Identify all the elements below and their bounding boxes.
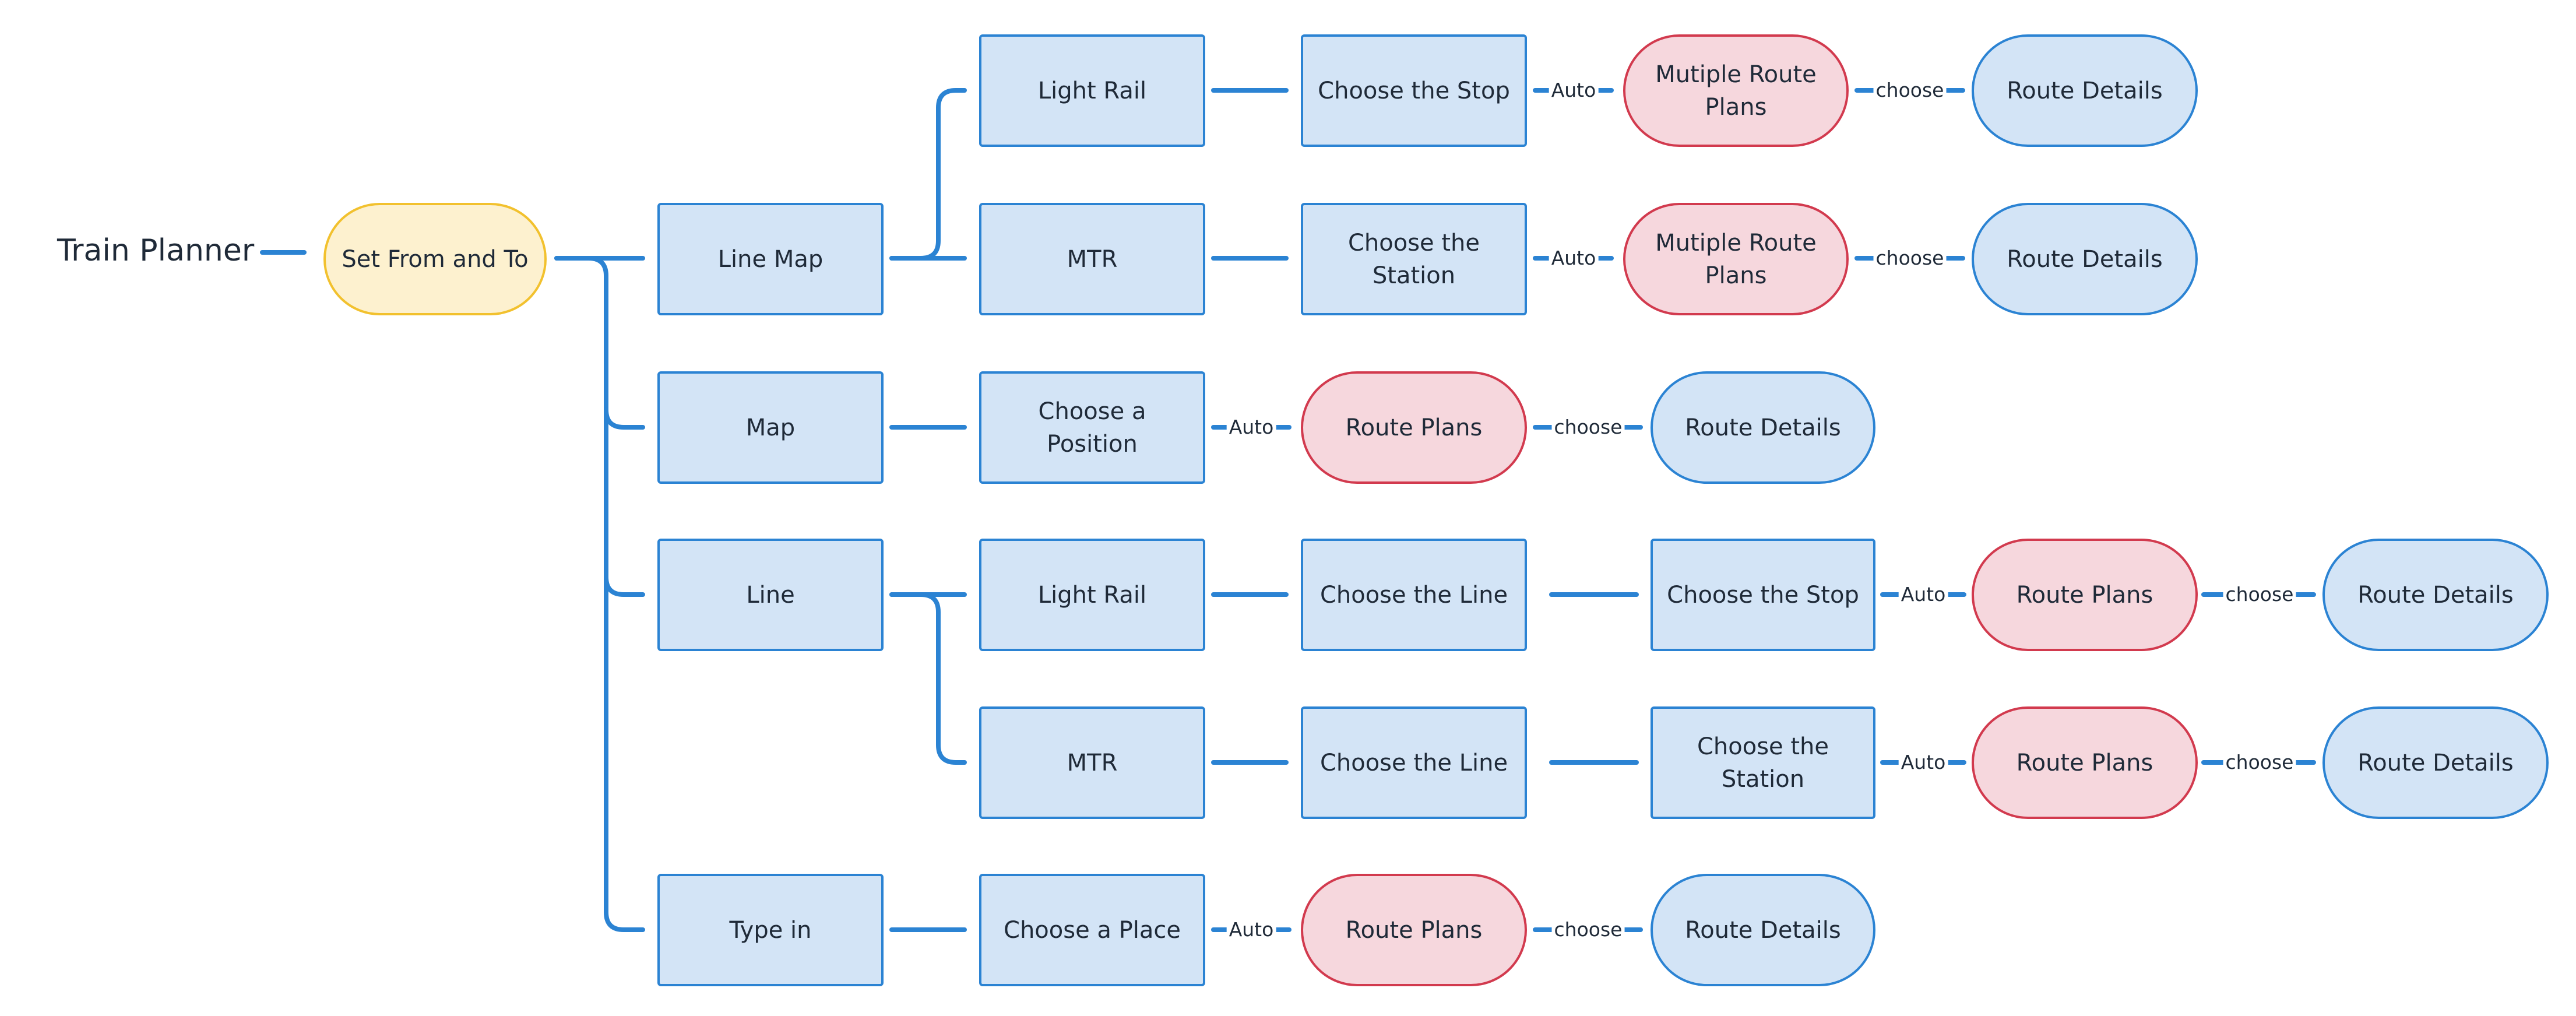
edge-label-choose: choose xyxy=(1873,79,1947,102)
node-line-map-light-rail: Light Rail xyxy=(979,34,1205,147)
arrow-start-to-map xyxy=(554,256,645,430)
node-line-map: Line Map xyxy=(657,203,884,315)
edge-label-choose: choose xyxy=(2223,751,2296,774)
node-choose-the-stop: Choose the Stop xyxy=(1301,34,1527,147)
node-route-plans: Route Plans xyxy=(1301,874,1527,986)
edge-label-choose: choose xyxy=(2223,583,2296,606)
edge-label-choose: choose xyxy=(1873,247,1947,270)
diagram-title: Train Planner xyxy=(57,233,255,268)
node-route-details: Route Details xyxy=(1972,203,2198,315)
node-route-plans: Route Plans xyxy=(1972,539,2198,651)
arrow-line-map-to-light-rail xyxy=(889,88,967,261)
edge-label-auto: Auto xyxy=(1226,416,1276,439)
arrow-start-to-line xyxy=(604,407,645,597)
node-route-details: Route Details xyxy=(2322,539,2549,651)
node-choose-a-position: Choose a Position xyxy=(979,371,1205,484)
node-route-plans: Route Plans xyxy=(1301,371,1527,484)
node-choose-a-place: Choose a Place xyxy=(979,874,1205,986)
node-type-in: Type in xyxy=(657,874,884,986)
node-route-plans: Route Plans xyxy=(1972,706,2198,819)
edge-label-auto: Auto xyxy=(1549,79,1599,102)
node-line: Line xyxy=(657,539,884,651)
node-route-details: Route Details xyxy=(1651,874,1875,986)
node-choose-the-station: Choose the Station xyxy=(1301,203,1527,315)
node-route-details: Route Details xyxy=(1651,371,1875,484)
node-choose-the-line: Choose the Line xyxy=(1301,539,1527,651)
arrow-line-to-mtr xyxy=(889,592,967,765)
node-line-mtr: MTR xyxy=(979,706,1205,819)
node-map: Map xyxy=(657,371,884,484)
arrow-start-to-type-in xyxy=(604,575,645,932)
node-choose-the-line: Choose the Line xyxy=(1301,706,1527,819)
node-set-from-and-to: Set From and To xyxy=(323,203,547,315)
edge-label-auto: Auto xyxy=(1226,918,1276,941)
node-route-details: Route Details xyxy=(2322,706,2549,819)
node-route-details: Route Details xyxy=(1972,34,2198,147)
node-choose-the-station: Choose the Station xyxy=(1651,706,1875,819)
edge-label-auto: Auto xyxy=(1549,247,1599,270)
node-multiple-route-plans: Mutiple Route Plans xyxy=(1623,203,1849,315)
node-line-light-rail: Light Rail xyxy=(979,539,1205,651)
edge-label-choose: choose xyxy=(1551,918,1625,941)
node-multiple-route-plans: Mutiple Route Plans xyxy=(1623,34,1849,147)
edge-label-auto: Auto xyxy=(1898,751,1948,774)
edge-label-auto: Auto xyxy=(1898,583,1948,606)
edge-label-choose: choose xyxy=(1551,416,1625,439)
node-choose-the-stop: Choose the Stop xyxy=(1651,539,1875,651)
node-line-map-mtr: MTR xyxy=(979,203,1205,315)
